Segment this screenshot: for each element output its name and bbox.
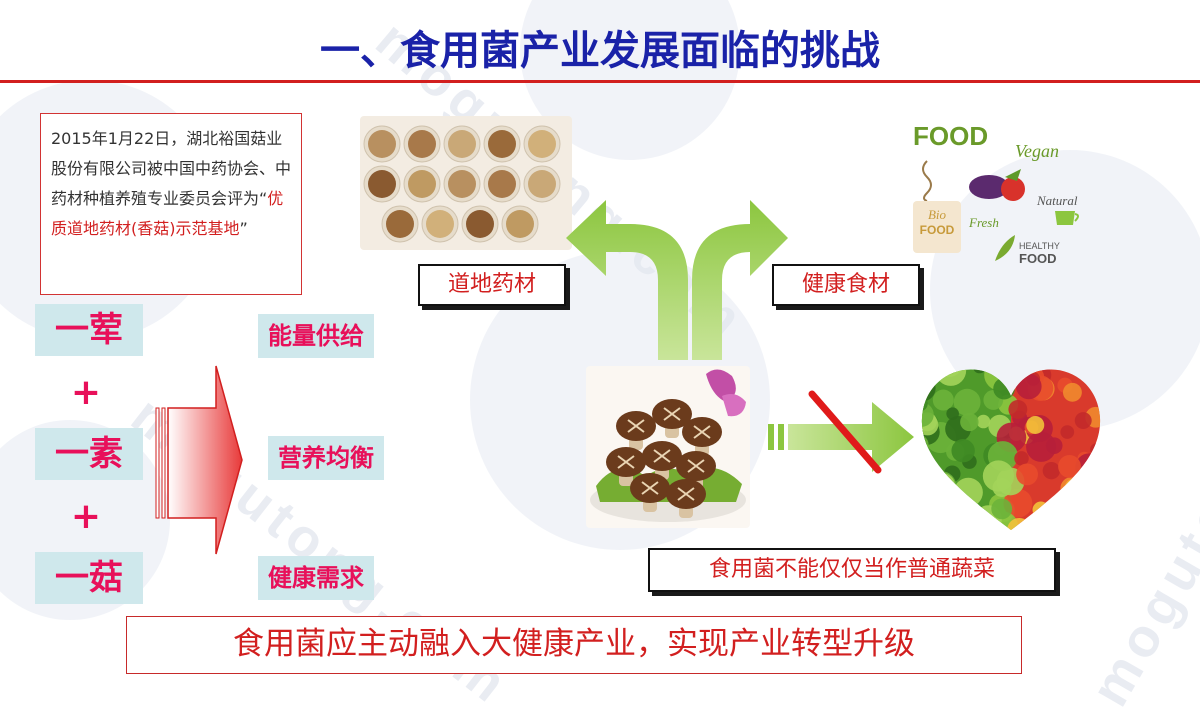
label-not-just-vegetable: 食用菌不能仅仅当作普通蔬菜 <box>648 548 1056 592</box>
quote-highlight: 优质道地药材(香菇)示范基地 <box>51 189 284 238</box>
mushroom-dish-image <box>586 366 750 528</box>
label-health-demand: 健康需求 <box>258 556 374 600</box>
label-medicinal: 道地药材 <box>418 264 566 306</box>
leaf-icon <box>995 235 1015 261</box>
cup-icon <box>1055 211 1079 225</box>
bio-food-badge: Bio FOOD <box>913 201 961 253</box>
label-nutrition-balance: 营养均衡 <box>268 436 384 480</box>
green-split-arrows <box>566 200 788 360</box>
page-title: 一、食用菌产业发展面临的挑战 <box>320 28 880 74</box>
healthy-food-graphic: FOOD Vegan Natural Bio FOOD Fresh HEALTH… <box>905 115 1095 275</box>
red-arrow-graphic <box>155 365 243 555</box>
steam-icon <box>922 160 932 201</box>
medicinal-herbs-image <box>360 116 572 250</box>
plus-sign-1: + <box>70 372 102 413</box>
quote-end: ” <box>239 219 248 238</box>
label-energy-supply: 能量供给 <box>258 314 374 358</box>
bio-food-text: FOOD <box>919 223 955 237</box>
plus-sign-2: + <box>70 496 102 537</box>
healthy-text: HEALTHY <box>1019 241 1060 251</box>
title-divider <box>0 80 1200 83</box>
vegetable-heart-image <box>921 369 1101 530</box>
food-text: FOOD <box>913 121 989 151</box>
label-healthy-food: 健康食材 <box>772 264 920 306</box>
label-mushroom: 一菇 <box>35 552 143 604</box>
natural-text: Natural <box>1037 193 1078 208</box>
quote-text: 2015年1月22日，湖北裕国菇业股份有限公司被中国中药协会、中药材种植养殖专业… <box>51 129 292 208</box>
vegetables-icon <box>969 169 1025 201</box>
quote-box: 2015年1月22日，湖北裕国菇业股份有限公司被中国中药协会、中药材种植养殖专业… <box>40 113 302 295</box>
prohibit-slash <box>808 390 882 474</box>
bottom-banner: 食用菌应主动融入大健康产业，实现产业转型升级 <box>126 616 1022 674</box>
vegan-text: Vegan <box>1015 141 1059 161</box>
bio-text: Bio <box>927 207 947 222</box>
label-meat: 一荤 <box>35 304 143 356</box>
healthy-food-text: FOOD <box>1019 251 1057 266</box>
label-vegetable: 一素 <box>35 428 143 480</box>
fresh-text: Fresh <box>969 215 999 230</box>
